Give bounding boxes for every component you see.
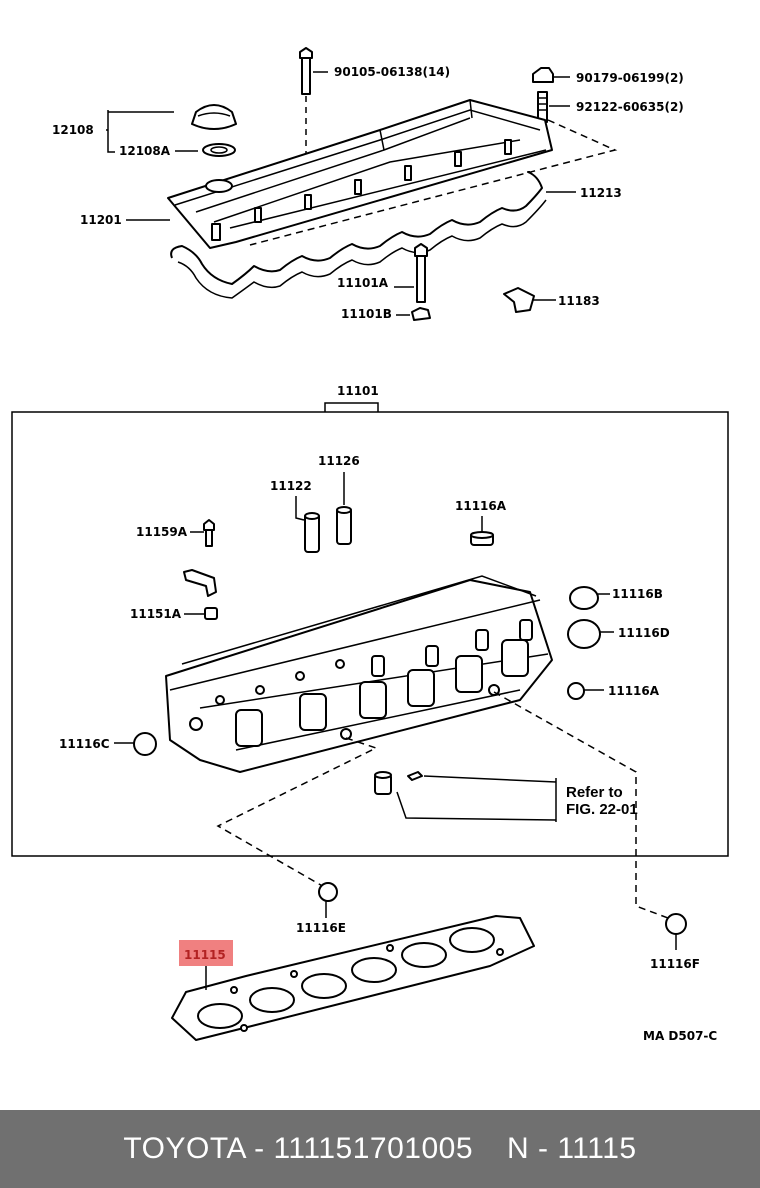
cylinder-head-icon — [165, 575, 553, 773]
label-cover: 11201 — [80, 213, 122, 227]
label-gasket: 11115 — [184, 948, 226, 962]
label-washer: 11101B — [341, 307, 392, 321]
long-bolt-icon — [414, 243, 428, 303]
label-cover-gasket: 11213 — [580, 186, 622, 200]
refer-line-2: FIG. 22-01 — [566, 801, 638, 818]
label-head-assy: 11101 — [337, 384, 379, 398]
highlight-box — [179, 940, 233, 966]
valve-guide-icon — [304, 506, 352, 553]
label-stud: 92122-60635(2) — [576, 100, 684, 114]
label-plug-c: 11116C — [59, 737, 110, 751]
plug-a-right-icon — [567, 682, 585, 700]
label-plug-f: 11116F — [650, 957, 700, 971]
plug-e-icon — [318, 882, 338, 902]
plug-f-icon — [665, 913, 687, 935]
footer-number: N - 11115 — [507, 1132, 637, 1165]
label-nut-top: 90179-06199(2) — [576, 71, 684, 85]
plug-d-icon — [567, 619, 601, 649]
label-plug-e: 11116E — [296, 921, 346, 935]
label-plug-b: 11116B — [612, 587, 663, 601]
cover-bolt-icon — [299, 47, 313, 200]
plug-icon — [470, 531, 494, 546]
label-guide-b: 11122 — [270, 479, 312, 493]
small-bolt-icon — [203, 519, 215, 547]
valve-cover-icon — [167, 99, 553, 249]
label-cap-gasket: 12108A — [119, 144, 171, 158]
label-bolt-cover: 90105-06138(14) — [334, 65, 450, 79]
assembly-frame — [11, 411, 729, 857]
label-guide-a: 11126 — [318, 454, 360, 468]
plug-b-icon — [569, 586, 599, 610]
parts-diagram: 90105-06138(14) 90179-06199(2) 92122-606… — [11, 47, 729, 1043]
label-plug-a-top: 11116A — [455, 499, 507, 513]
nut-icon — [532, 67, 554, 83]
label-plug-a-right: 11116A — [608, 684, 660, 698]
label-nut-small: 11151A — [130, 607, 182, 621]
label-clip: 11183 — [558, 294, 600, 308]
footer-brand-part: TOYOTA - 111151701005 — [123, 1132, 474, 1165]
small-nut-icon — [204, 607, 218, 620]
bracket-icon — [183, 569, 217, 597]
label-cap-assy: 12108 — [52, 123, 94, 137]
footer-bar: TOYOTA - 111151701005 N - 11115 — [0, 1110, 760, 1188]
label-plug-d: 11116D — [618, 626, 670, 640]
label-bolt-small: 11159A — [136, 525, 188, 539]
oil-cap-icon — [191, 104, 237, 157]
label-long-bolt: 11101A — [337, 276, 389, 290]
washer-icon — [411, 307, 431, 321]
refer-parts-icon — [374, 771, 423, 795]
plug-c-icon — [133, 732, 157, 756]
figure-code: MA D507-C — [643, 1029, 717, 1043]
refer-line-1: Refer to — [566, 784, 623, 801]
clip-icon — [503, 287, 535, 313]
cover-gasket-icon — [170, 171, 547, 299]
head-gasket-icon — [171, 915, 535, 1041]
